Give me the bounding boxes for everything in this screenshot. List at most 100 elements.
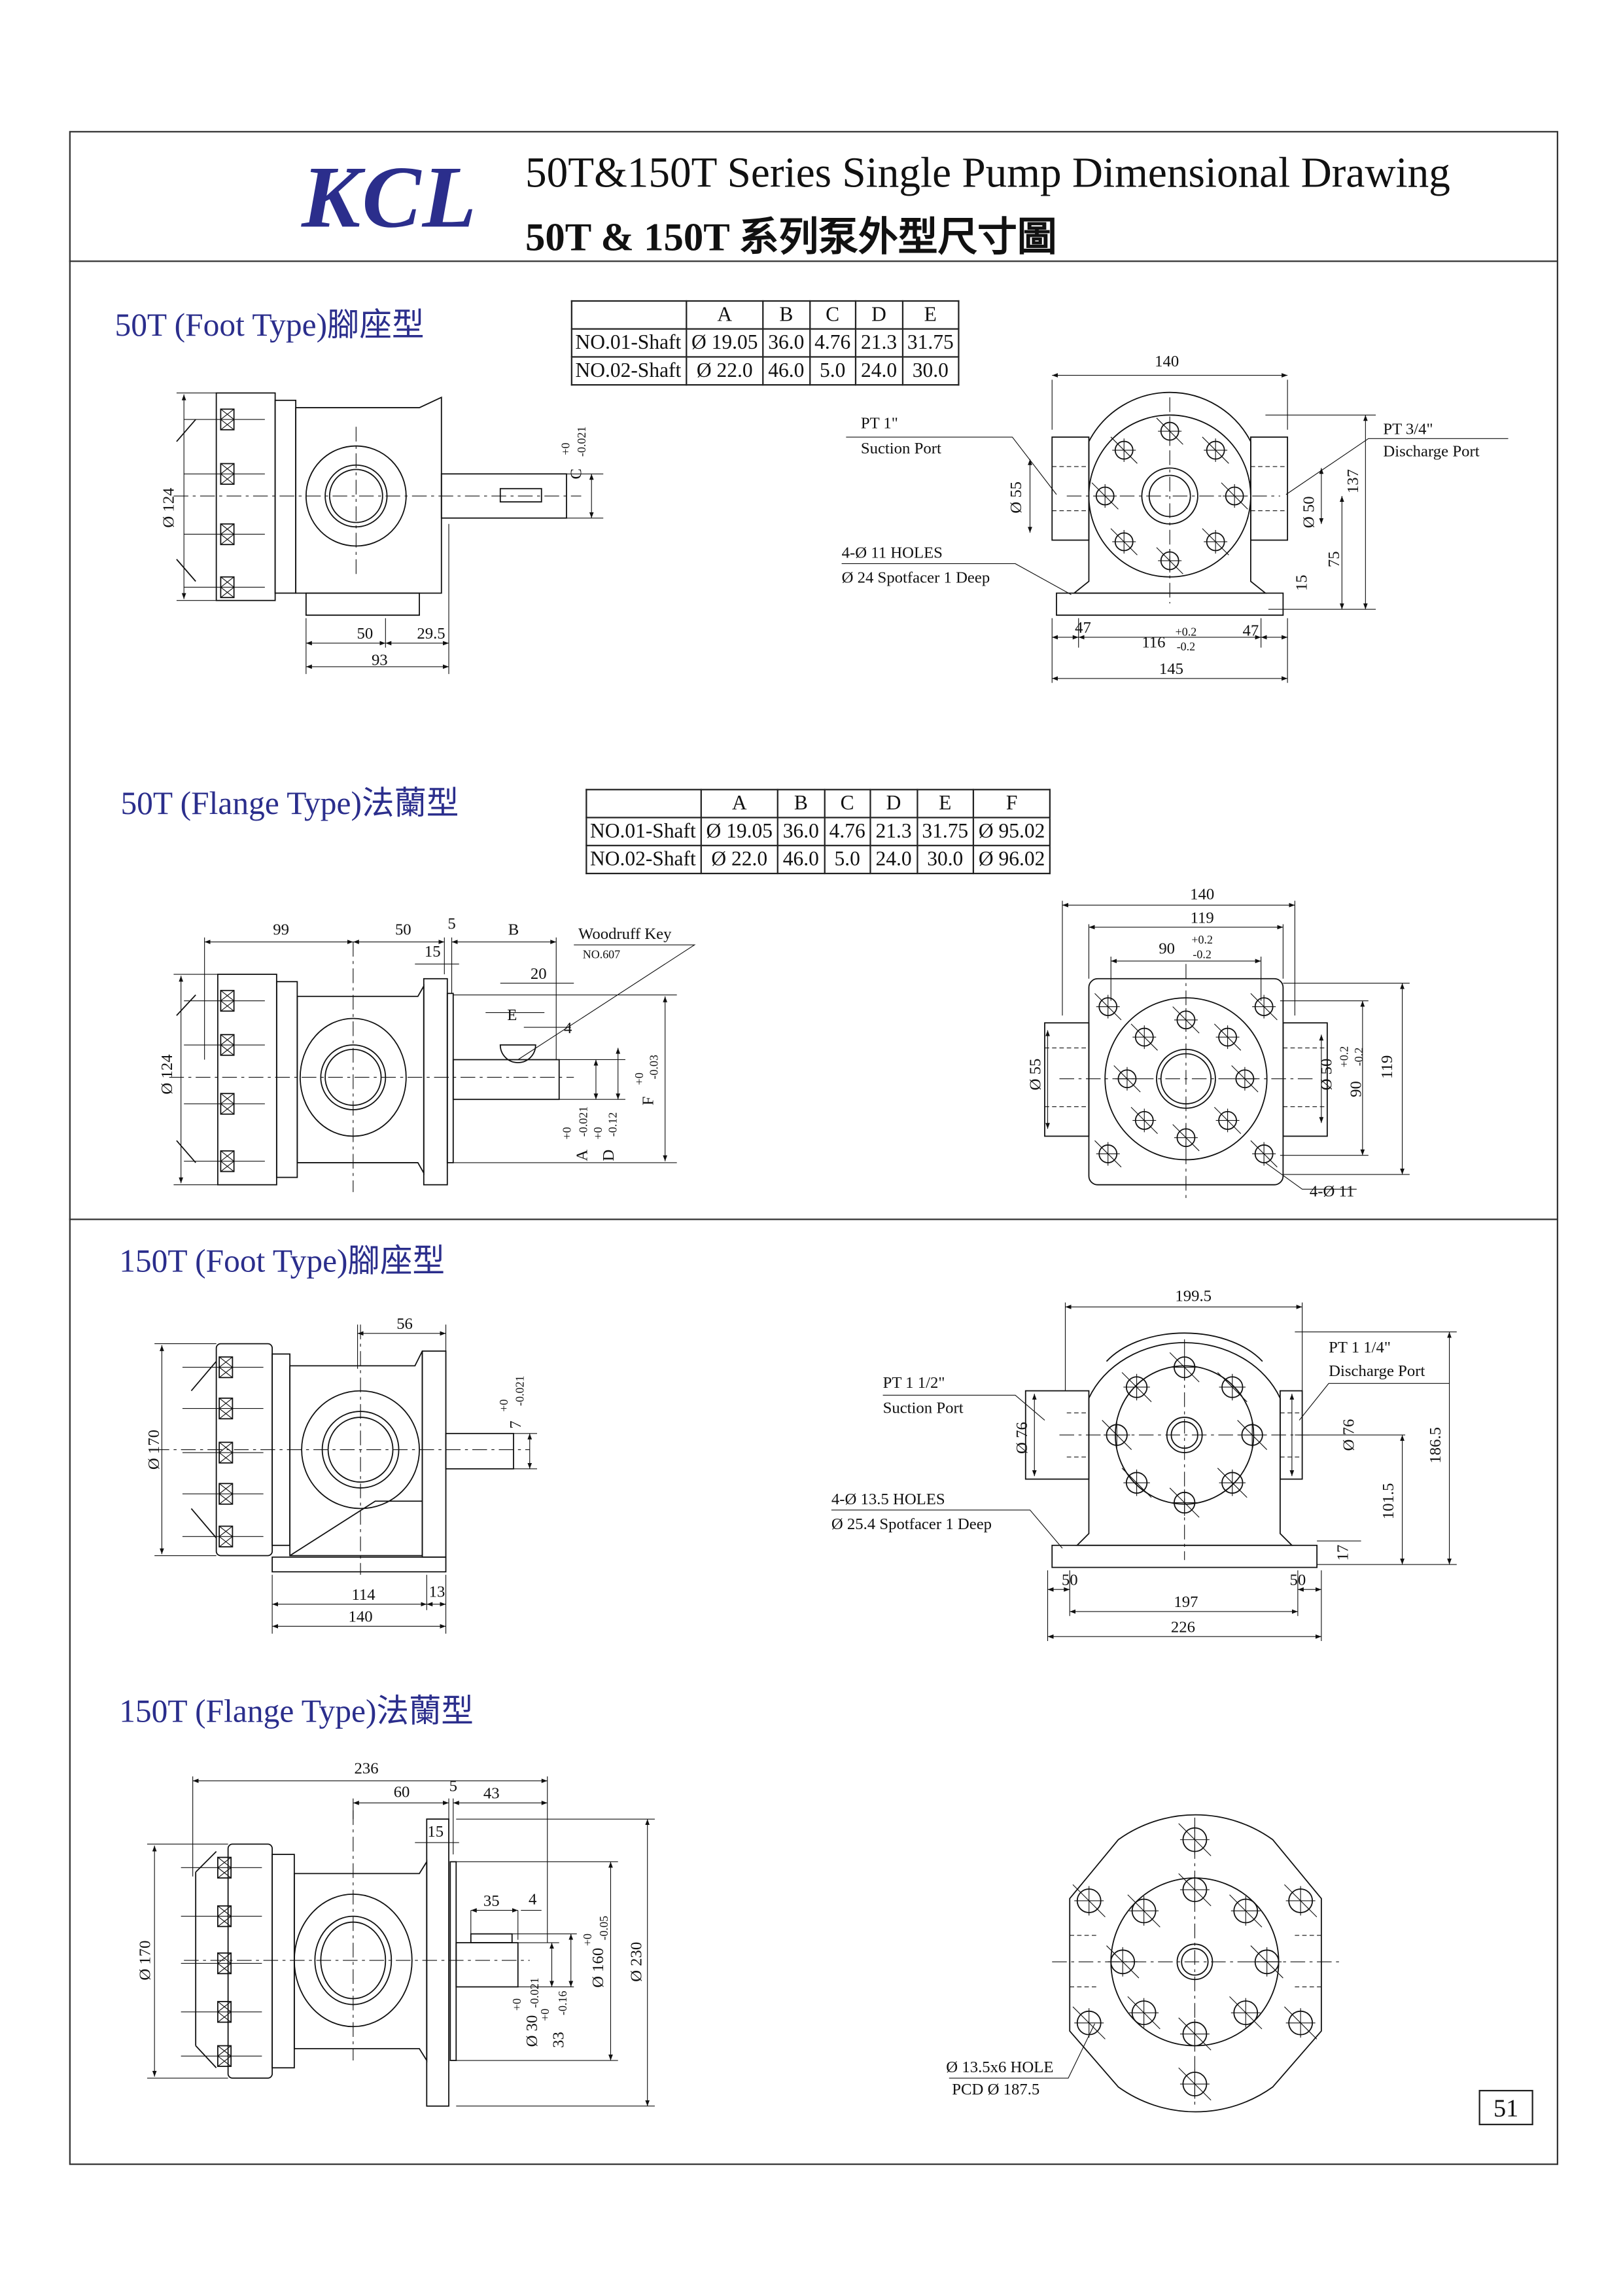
bolt-hole-icon (1113, 1065, 1141, 1093)
table-cell: Ø 22.0 (686, 356, 764, 386)
table-cell: NO.01-Shaft (570, 328, 688, 358)
key-number: NO.607 (583, 947, 620, 961)
section-title-50t-flange: 50T (Flange Type)法蘭型 (120, 784, 459, 822)
port-label: PT 1" (861, 415, 898, 433)
bolt-hole-icon (1121, 1372, 1152, 1402)
dim-label: 7 (507, 1421, 525, 1428)
tolerance-label: +0.2 (1176, 626, 1197, 639)
bolt-hole-icon (1213, 1023, 1242, 1051)
table-cell: Ø 96.02 (972, 845, 1051, 875)
seal-icon (182, 1483, 264, 1505)
seal-icon (181, 2045, 262, 2067)
table-cell: 5.0 (809, 356, 857, 386)
table-cell: 4.76 (809, 328, 857, 358)
section-title-150t-flange: 150T (Flange Type)法蘭型 (119, 1692, 474, 1729)
bolt-hole-icon (1213, 1106, 1242, 1135)
seal-icon (184, 523, 265, 546)
tolerance-label: +0 (497, 1400, 510, 1412)
dim-label: Ø 76 (1340, 1419, 1357, 1451)
bolt-hole-icon (1217, 1468, 1248, 1498)
dim-label: Ø 50 (1300, 496, 1318, 528)
dim-label: 47 (1075, 619, 1091, 637)
bolt-hole-icon (1094, 1140, 1122, 1168)
bolt-hole-icon (1284, 1884, 1318, 1918)
bolt-hole-icon (1229, 1894, 1263, 1928)
bolt-hole-icon (1121, 1468, 1152, 1498)
drawing-150t-foot-side-view: 56 Ø 170 7 +0 -0.021 114 13 140 (145, 1315, 537, 1634)
hole-label: Ø 13.5x6 HOLE (946, 2058, 1053, 2076)
table-cell: Ø 19.05 (700, 817, 779, 847)
dim-label: D (600, 1150, 618, 1161)
drawing-150t-flange-side-view: 236 60 5 43 15 35 4 Ø 170 Ø 30 +0 -0.021… (136, 1759, 655, 2107)
title-english: 50T&150T Series Single Pump Dimensional … (525, 150, 1450, 198)
table-cell: NO.02-Shaft (585, 845, 702, 875)
section-divider (69, 1218, 1559, 1220)
page-number: 51 (1478, 2090, 1533, 2125)
port-label: PT 3/4" (1383, 421, 1433, 438)
dim-label: 15 (1293, 574, 1310, 591)
column-header: B (777, 788, 825, 819)
tolerance-label: -0.2 (1177, 640, 1195, 653)
column-header: E (901, 300, 960, 330)
bolt-hole-icon (1202, 528, 1229, 556)
tolerance-label: -0.2 (1352, 1048, 1365, 1066)
drawing-150t-foot-front-view: 199.5 PT 1 1/4" Discharge Port PT 1 1/2"… (831, 1287, 1457, 1641)
bolt-hole-icon (1110, 436, 1138, 464)
tolerance-label: +0.2 (1191, 933, 1213, 946)
table-cell: NO.02-Shaft (570, 356, 688, 386)
dim-label: 13 (429, 1583, 445, 1600)
column-header: C (809, 300, 857, 330)
bolt-hole-icon (1231, 1065, 1259, 1093)
dim-label: 75 (1325, 551, 1343, 567)
bolt-hole-icon (1169, 1487, 1200, 1518)
dim-label: 140 (1190, 885, 1214, 903)
dim-label: Ø 124 (158, 1054, 176, 1094)
dim-label: 140 (349, 1608, 373, 1626)
bolt-hole-icon (1156, 547, 1183, 574)
bolt-hole-icon (1221, 482, 1248, 510)
drawing-50t-flange-side-view: 99 50 5 B Woodruff Key NO.607 15 20 E 4 … (158, 915, 696, 1192)
dim-label: 101.5 (1380, 1483, 1397, 1519)
dim-label: 140 (1155, 353, 1179, 370)
dim-label: 50 (1062, 1571, 1078, 1589)
dim-label: Ø 55 (1007, 482, 1025, 514)
bolt-hole-icon (1072, 1884, 1106, 1918)
seal-icon (184, 1034, 265, 1056)
table-cell: 24.0 (869, 845, 918, 875)
dim-label: 15 (425, 943, 441, 961)
tolerance-label: -0.16 (556, 1991, 569, 2015)
key-label: Woodruff Key (578, 925, 672, 943)
dim-label: Ø 50 (1318, 1059, 1336, 1091)
bolt-hole-icon (1127, 1894, 1161, 1928)
kcl-logo: KCL (302, 149, 478, 246)
bolt-hole-icon (1178, 2067, 1212, 2101)
table-cell: Ø 95.02 (972, 817, 1051, 847)
dim-label: Ø 170 (145, 1430, 163, 1470)
drawing-50t-flange-front-view: 140 119 90 +0.2 -0.2 Ø 55 Ø 50 90 +0.2 -… (1026, 885, 1410, 1201)
seal-icon (184, 463, 265, 485)
port-label: Suction Port (883, 1399, 964, 1417)
seal-icon (184, 576, 265, 599)
seal-icon (181, 1905, 262, 1928)
dim-label: 5 (447, 915, 455, 932)
tolerance-label: +0 (538, 2009, 551, 2021)
dim-label: 186.5 (1427, 1427, 1444, 1464)
tolerance-label: +0 (633, 1072, 646, 1085)
title-chinese: 50T & 150T 系列泵外型尺寸圖 (525, 215, 1057, 259)
bolt-hole-icon (1178, 1873, 1212, 1907)
dim-label: 119 (1191, 909, 1214, 927)
bolt-hole-icon (1250, 1945, 1283, 1979)
dim-label: 114 (351, 1586, 375, 1604)
dim-label: 50 (357, 625, 373, 643)
dim-label: 50 (395, 921, 411, 938)
tolerance-label: -0.2 (1193, 947, 1211, 961)
port-label: Suction Port (861, 440, 941, 457)
dim-label: 17 (1334, 1545, 1352, 1561)
dim-label: 119 (1378, 1055, 1396, 1079)
table-cell: 21.3 (869, 817, 918, 847)
table-cell: Ø 19.05 (686, 328, 764, 358)
